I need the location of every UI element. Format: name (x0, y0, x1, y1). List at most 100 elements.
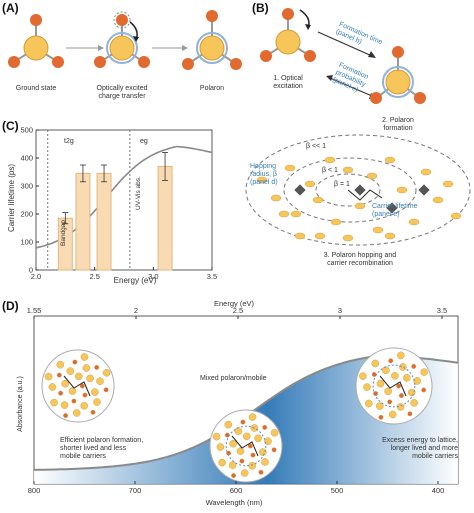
lattice-atom (411, 363, 417, 369)
top-tick-label: 1.55 (27, 306, 42, 315)
panel-c-label: (C) (2, 119, 19, 133)
lattice-site (330, 218, 342, 226)
lattice-circle (209, 409, 283, 483)
lattice-atom (218, 458, 226, 467)
beta-less-label: β < 1 (322, 167, 338, 174)
text-line: formation (383, 125, 412, 132)
text-line: charge transfer (98, 93, 146, 100)
bottom-tick-label: 500 (331, 486, 344, 495)
lattice-atom (239, 458, 245, 464)
text-line: radius, β (250, 171, 277, 178)
arrow-head-icon (368, 51, 376, 58)
ellipse-beta-one (315, 173, 381, 207)
top-tick-label: 3.5 (437, 306, 447, 315)
bandgap-label: Bandgap (60, 220, 67, 246)
lattice-atom (224, 420, 233, 429)
lattice-atom (388, 358, 394, 364)
lattice-atom (247, 443, 253, 449)
x-tick-label: 3.5 (207, 272, 217, 281)
carrier-path (379, 375, 407, 397)
lattice-atom (264, 437, 272, 446)
lattice-atom (60, 401, 69, 409)
lattice-atom (410, 399, 418, 407)
text-line: (panel d) (250, 179, 278, 186)
lattice-site (278, 210, 290, 218)
text-line: 3. Polaron hopping and (324, 252, 396, 259)
lifetime-bar (157, 165, 173, 271)
chart-frame (35, 129, 213, 271)
lattice-atom (44, 372, 53, 381)
panel-b-label: (B) (252, 1, 269, 15)
lattice-atom (216, 443, 225, 451)
y-tick-label: 300 (20, 182, 33, 191)
panel-d-label: (D) (2, 299, 19, 313)
formation-probability-label: Formationprobability(panel c) (331, 62, 370, 96)
hopping-radius-ring (372, 364, 416, 408)
y-tick-label: 200 (20, 210, 33, 219)
lattice-atom (381, 366, 390, 375)
lattice-atom (378, 414, 384, 420)
lattice-site (384, 156, 396, 164)
carrier-lifetime-label: Carrier lifetime(panel e) (372, 203, 418, 218)
lattice-atom (384, 387, 393, 396)
lattice-site (384, 232, 396, 240)
y-tick-label: 500 (20, 126, 33, 135)
bottom-axis-label: Wavelength (nm) (206, 498, 263, 507)
lattice-site (290, 210, 302, 218)
x-tick-label: 2.0 (31, 272, 41, 281)
lattice-atom (413, 377, 422, 385)
text-line: carrier recombination (327, 260, 393, 267)
eg-label: eg (140, 138, 148, 145)
lattice-atom (371, 372, 377, 377)
lattice-atom (248, 413, 257, 421)
lifetime-bar (75, 172, 91, 271)
text-line: excitation (273, 83, 303, 90)
lattice-site (354, 202, 366, 210)
text-line: Efficient polaron formation, (60, 437, 143, 444)
lattice-atom (254, 434, 262, 443)
text-line: longer lived and more (391, 445, 458, 452)
lattice-atom (72, 409, 81, 417)
hop-path (347, 189, 383, 201)
lattice-atom (398, 393, 404, 398)
lattice-atom (94, 364, 100, 370)
curved-arrow-icon (133, 36, 139, 42)
lattice-atom (56, 372, 62, 378)
lattice-circle (41, 349, 115, 423)
lattice-atom (371, 359, 380, 368)
ligand-atom (52, 56, 64, 68)
lattice-atom (224, 432, 230, 438)
lattice-atom (58, 390, 63, 396)
text-line: 2. Polaron (382, 117, 414, 124)
lattice-atom (396, 383, 401, 389)
lattice-atom (231, 473, 237, 478)
lattice-atom (68, 387, 77, 395)
top-tick-label: 2 (134, 306, 138, 315)
lattice-atom (66, 367, 75, 375)
panel-b-polaron-atom (370, 46, 426, 104)
bottom-tick-label: 600 (230, 486, 243, 495)
lattice-site (408, 218, 420, 226)
lattice-atom (387, 399, 393, 405)
lattice-site (342, 166, 354, 174)
ellipse-beta-less (283, 157, 417, 223)
lattice-atom (250, 452, 256, 458)
ligand-atom (30, 14, 42, 26)
arrow-head-icon (182, 45, 188, 51)
lattice-atom (48, 383, 57, 391)
lattice-atom (63, 413, 68, 418)
lattice-atom (234, 427, 243, 435)
lattice-site (256, 176, 268, 184)
y-tick-label: 100 (20, 238, 33, 247)
lattice-atom (388, 410, 397, 419)
lattice-atom (236, 447, 245, 455)
lattice-atom (72, 359, 78, 365)
text-line: (panel e) (372, 211, 400, 218)
lattice-atom (71, 398, 77, 404)
lattice-site (420, 168, 432, 176)
